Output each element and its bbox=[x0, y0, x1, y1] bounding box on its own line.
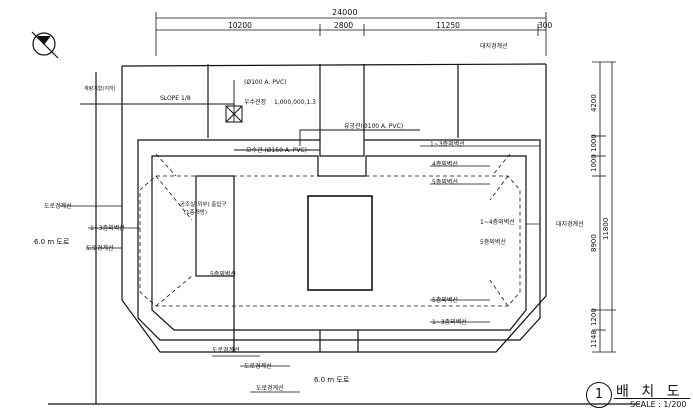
dim-seg-3: 11250 bbox=[436, 21, 460, 30]
label-floor5-bottom: 5층외벽선 bbox=[432, 296, 458, 304]
north-arrow-icon bbox=[31, 31, 59, 59]
label-catch-basin-name: 우수관정 bbox=[244, 98, 266, 106]
label-floor5-right: 5층외벽선 bbox=[480, 238, 506, 246]
label-floor5: 5층외벽선 bbox=[432, 178, 458, 186]
dim-right-7: 1148 bbox=[590, 330, 598, 348]
label-boundary-top: 대지경계선 bbox=[480, 42, 508, 50]
label-road-left: 6.0 m 도로 bbox=[34, 238, 70, 246]
label-sewer-left: 도로경계선 bbox=[44, 202, 72, 210]
dim-right-5: 11800 bbox=[602, 218, 610, 240]
label-stair-note2: (1층개방) bbox=[184, 208, 207, 216]
label-pvc-150: 오수관 (Ø150 A. PVC) bbox=[246, 146, 307, 154]
label-sewer-bottom3: 도로경계선 bbox=[256, 384, 284, 392]
label-floor5-left: 5층외벽선 bbox=[210, 270, 236, 278]
dim-seg-2: 2800 bbox=[334, 21, 353, 30]
dim-total: 24000 bbox=[332, 8, 357, 17]
drawing-title-block: 1 배 치 도 SCALE : 1/200 bbox=[584, 380, 690, 414]
floor-outline-dashed bbox=[139, 153, 521, 307]
dim-right-1: 4200 bbox=[590, 94, 598, 112]
dim-right-2: 1000 bbox=[590, 134, 598, 152]
label-ring-1-3-bottom: 1~3층외벽선 bbox=[432, 318, 467, 326]
label-corner: 계량기함(지하) bbox=[84, 85, 116, 92]
label-sewer-bottom2: 도로경계선 bbox=[244, 362, 272, 370]
building-outline bbox=[137, 64, 541, 352]
label-catch-basin: 1,000,000,1.3 bbox=[274, 99, 316, 106]
label-floor4: 4층외벽선 bbox=[432, 160, 458, 168]
drawing-scale: SCALE : 1/200 bbox=[630, 400, 687, 409]
dim-right-4: 8900 bbox=[590, 234, 598, 252]
label-floor1-4-right: 1~4층외벽선 bbox=[480, 218, 515, 226]
dim-right-3: 1000 bbox=[590, 154, 598, 172]
dim-seg-1: 10200 bbox=[228, 21, 252, 30]
pipe-lines bbox=[80, 80, 420, 151]
site-boundary bbox=[48, 63, 640, 405]
dim-seg-4: 300 bbox=[538, 21, 553, 30]
label-sewer-left2: 도로경계선 bbox=[86, 244, 114, 252]
label-slope: SLOPE 1/8 bbox=[160, 95, 191, 102]
drawing-number: 1 bbox=[586, 382, 612, 408]
label-stair-note: 공조실(외부) 출입구 bbox=[180, 200, 227, 208]
label-road-bottom: 6.0 m 도로 bbox=[314, 376, 350, 384]
label-pvc-100-top: (Ø100 A. PVC) bbox=[244, 79, 287, 86]
label-floor1-3-left: 1~3층외벽선 bbox=[90, 224, 125, 232]
drawing-title: 배 치 도 bbox=[616, 384, 684, 400]
label-ring-1-3: 1~3층외벽선 bbox=[430, 140, 465, 148]
label-sewer-bottom: 도로경계선 bbox=[212, 346, 240, 354]
label-boundary-right: 대지경계선 bbox=[556, 220, 584, 228]
title-underline bbox=[614, 398, 690, 399]
label-pvc-100-mid: 유공관(Ø100 A. PVC) bbox=[344, 122, 403, 130]
dim-right-6: 1200 bbox=[590, 308, 598, 326]
